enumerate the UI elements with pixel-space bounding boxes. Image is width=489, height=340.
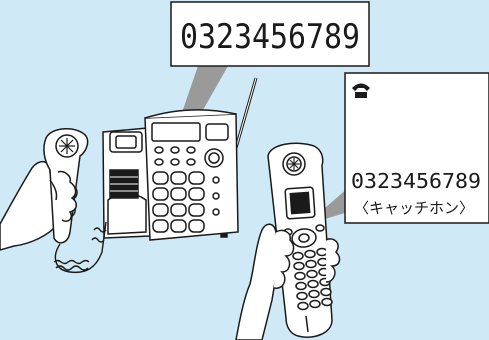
base-display-number: 0323456789 (180, 17, 360, 57)
handset-display-number: 0323456789 (351, 169, 481, 193)
left-hand-receiver (0, 129, 88, 250)
base-lcd (152, 123, 200, 141)
base-display-callout: 0323456789 (171, 2, 369, 66)
base-phone (103, 78, 256, 240)
handset-display-callout: 0323456789 〈キャッチホン〉 (345, 73, 489, 223)
right-hand-handset (236, 143, 339, 340)
handset-display-label: 〈キャッチホン〉 (354, 199, 474, 217)
